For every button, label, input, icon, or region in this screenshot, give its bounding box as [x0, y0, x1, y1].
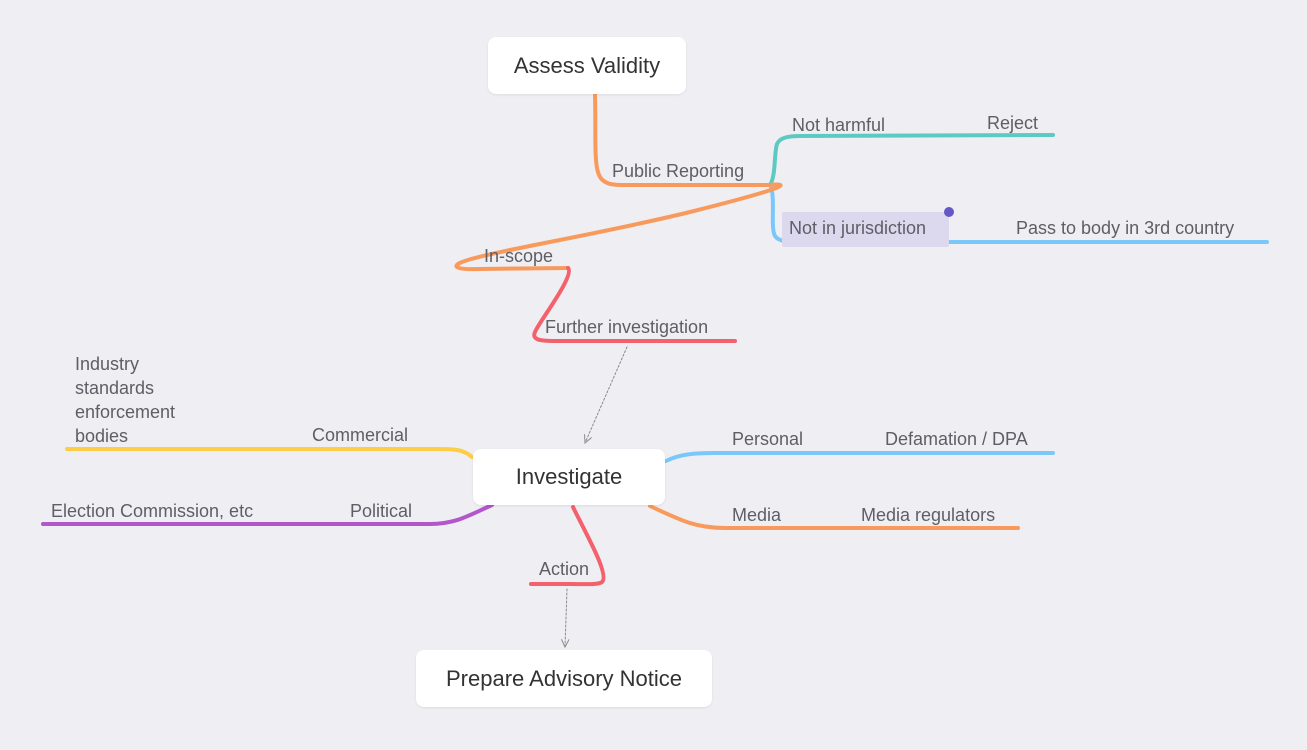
label-action[interactable]: Action	[539, 559, 590, 579]
connector-in-scope	[454, 182, 783, 272]
label-defamation-dpa[interactable]: Defamation / DPA	[885, 429, 1028, 449]
label-political[interactable]: Political	[350, 501, 413, 521]
connector-personal	[664, 451, 1055, 463]
selection-handle[interactable]	[944, 207, 954, 217]
node-investigate-label: Investigate	[515, 464, 623, 489]
label-media[interactable]: Media	[732, 505, 782, 525]
label-further-investigation[interactable]: Further investigation	[545, 317, 709, 337]
connector-political	[41, 503, 494, 526]
label-reject[interactable]: Reject	[987, 113, 1039, 133]
node-prepare-advisory-notice-label: Prepare Advisory Notice	[446, 665, 682, 691]
label-personal[interactable]: Personal	[732, 429, 804, 449]
arrow-action-to-prepare	[565, 588, 567, 647]
connector-public-reporting	[593, 93, 770, 187]
node-prepare-advisory-notice[interactable]: Prepare Advisory Notice	[416, 650, 712, 707]
connector-not-harmful	[768, 133, 1055, 187]
selection-highlight	[782, 212, 949, 247]
connector-further-investigation	[532, 266, 737, 343]
label-in-scope[interactable]: In-scope	[484, 246, 554, 266]
label-commercial[interactable]: Commercial	[312, 425, 409, 445]
node-assess-validity[interactable]: Assess Validity	[488, 37, 686, 94]
node-investigate[interactable]: Investigate	[473, 449, 665, 505]
connector-media	[648, 504, 1020, 530]
label-not-in-jurisdiction[interactable]: Not in jurisdiction	[789, 218, 927, 238]
label-public-reporting[interactable]: Public Reporting	[612, 161, 745, 181]
label-pass-to-body[interactable]: Pass to body in 3rd country	[1016, 218, 1235, 238]
connector-action	[529, 505, 606, 587]
arrow-further-to-investigate	[585, 346, 628, 443]
node-assess-validity-label: Assess Validity	[513, 52, 661, 78]
label-industry-bodies[interactable]: Industry standards enforcement bodies	[75, 354, 176, 446]
label-media-regulators[interactable]: Media regulators	[861, 505, 996, 525]
label-not-harmful[interactable]: Not harmful	[792, 115, 886, 135]
label-election-commission[interactable]: Election Commission, etc	[51, 501, 254, 521]
connector-commercial	[65, 446, 474, 459]
